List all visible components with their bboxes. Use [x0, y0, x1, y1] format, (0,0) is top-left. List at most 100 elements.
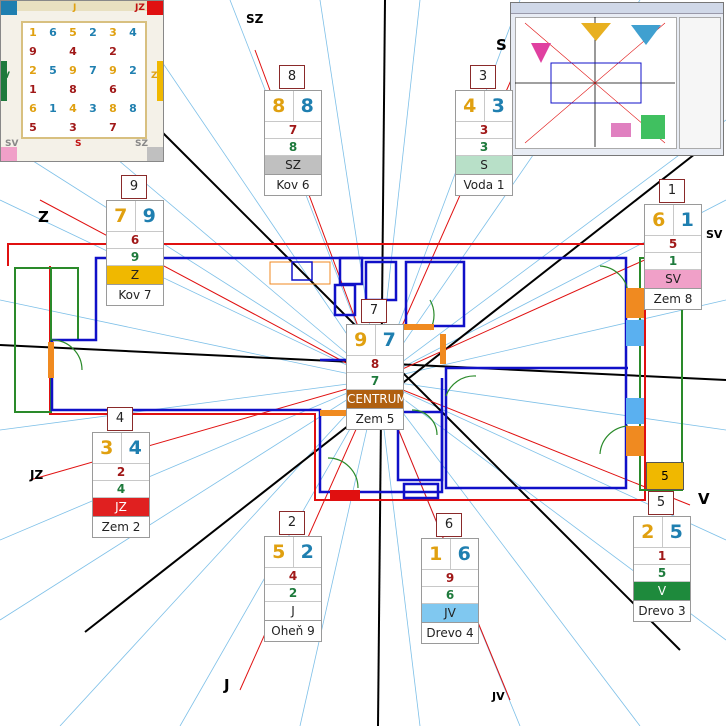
base-star: 5 [634, 565, 690, 582]
inset-cell: 8 [69, 83, 77, 96]
cell-element: Zem 2 [101, 520, 141, 534]
balcony-left [14, 267, 52, 413]
water-star: 5 [669, 521, 683, 543]
annual-star: 6 [107, 232, 163, 249]
inset-label-jz: JZ [135, 3, 145, 13]
dir-label-v: V [698, 490, 710, 508]
cell-element: Oheň 9 [271, 624, 315, 638]
inset-cell: 9 [109, 64, 117, 77]
inset-cell [83, 42, 103, 61]
water-star: 1 [680, 209, 694, 231]
inset-label-j: J [73, 3, 77, 13]
inset-cell: 3 [89, 102, 97, 115]
base-star: 7 [347, 373, 403, 390]
water-star: 7 [382, 329, 396, 351]
dir-label-j: J [224, 676, 230, 694]
base-star: 3 [456, 139, 512, 156]
app-screenshot-thumbnail [510, 2, 724, 156]
inset-cell: 8 [109, 102, 117, 115]
inset-cell [83, 118, 103, 137]
mountain-star: 4 [456, 91, 485, 121]
cell-direction: JV [422, 604, 478, 623]
dir-label-jv: JV [492, 690, 505, 703]
dir-label-z: Z [38, 208, 49, 226]
cell-element: Kov 7 [118, 288, 152, 302]
inset-cell [123, 118, 143, 137]
water-star: 9 [142, 205, 156, 227]
cell-index: 4 [107, 407, 133, 431]
mountain-star: 2 [634, 517, 663, 547]
mountain-star: 8 [265, 91, 294, 121]
inset-cell: 6 [109, 83, 117, 96]
dir-label-s: S [496, 36, 507, 54]
cell-element: Voda 1 [463, 178, 505, 192]
inset-cell: 2 [29, 64, 37, 77]
base-star: 8 [265, 139, 321, 156]
inset-grid: JV J JZ V Z SV S SZ 16523494225979218661… [0, 0, 164, 162]
cell-element: Kov 6 [276, 178, 310, 192]
inset-cell: 7 [109, 121, 117, 134]
inset-cell: 3 [69, 121, 77, 134]
inset-cell: 5 [29, 121, 37, 134]
inset-label-z: Z [151, 71, 158, 81]
mountain-star: 1 [422, 539, 451, 569]
red-block [330, 490, 360, 500]
inset-label-s: S [75, 139, 82, 149]
mountain-star: 9 [347, 325, 376, 355]
cell-direction: SV [645, 270, 701, 289]
stove-icon [291, 261, 313, 281]
annual-star: 9 [422, 570, 478, 587]
inset-cell [43, 80, 63, 99]
cell-direction: Z [107, 266, 163, 285]
mountain-star: 5 [265, 537, 294, 567]
base-star: 2 [265, 585, 321, 602]
cell-direction: S [456, 156, 512, 175]
v-marker: 5 [646, 462, 684, 490]
cell-element: Drevo 4 [426, 626, 474, 640]
cell-index: 8 [279, 65, 305, 89]
cell-element: Zem 8 [653, 292, 693, 306]
water-star: 2 [300, 541, 314, 563]
water-star: 3 [491, 95, 505, 117]
inset-cell: 4 [69, 45, 77, 58]
inset-cell: 2 [129, 64, 137, 77]
inset-cell [123, 80, 143, 99]
inset-cell: 7 [89, 64, 97, 77]
inset-cell [123, 42, 143, 61]
inset-cell: 6 [49, 26, 57, 39]
inset-cell: 5 [49, 64, 57, 77]
annual-star: 7 [265, 122, 321, 139]
water-star: 6 [457, 543, 471, 565]
annual-star: 2 [93, 464, 149, 481]
inset-cell: 9 [69, 64, 77, 77]
inset-cell: 2 [109, 45, 117, 58]
dir-label-sz: SZ [246, 12, 264, 26]
doors [51, 265, 629, 489]
orange-blocks [48, 288, 644, 456]
cell-index: 7 [361, 299, 387, 323]
cell-direction: JZ [93, 498, 149, 517]
dir-label-sv: SV [706, 228, 723, 241]
inset-cell [43, 42, 63, 61]
cell-index: 6 [436, 513, 462, 537]
inset-cell: 4 [129, 26, 137, 39]
cell-index: 9 [121, 175, 147, 199]
mountain-star: 6 [645, 205, 674, 235]
inset-cell: 6 [29, 102, 37, 115]
inset-cell: 5 [69, 26, 77, 39]
cell-index: 2 [279, 511, 305, 535]
cell-element: Zem 5 [355, 412, 395, 426]
annual-star: 1 [634, 548, 690, 565]
inset-label-sz: SZ [135, 139, 149, 149]
inset-label-sv: SV [5, 139, 19, 149]
mountain-star: 3 [93, 433, 122, 463]
cell-index: 5 [648, 491, 674, 515]
annual-star: 4 [265, 568, 321, 585]
